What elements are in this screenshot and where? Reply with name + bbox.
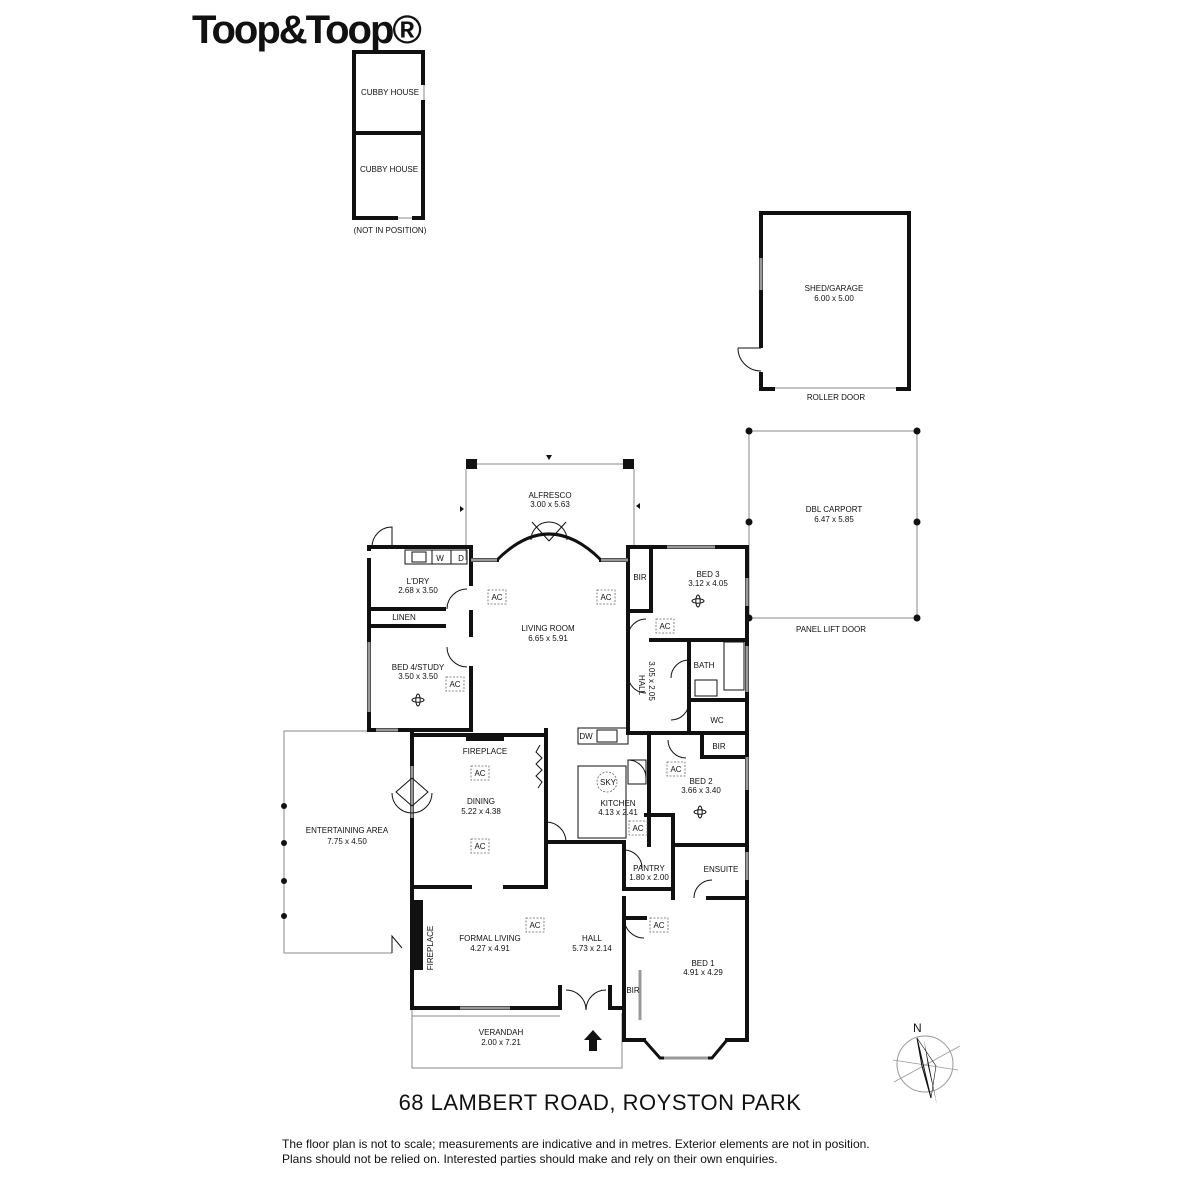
ac-label: AC (632, 824, 643, 833)
entertaining-size: 7.75 x 4.50 (327, 837, 367, 846)
ac-label: AC (670, 765, 681, 774)
linen-label: LINEN (392, 613, 416, 622)
cubby-note: (NOT IN POSITION) (354, 226, 427, 235)
dining-size: 5.22 x 4.38 (461, 807, 501, 816)
disclaimer: The floor plan is not to scale; measurem… (282, 1137, 982, 1167)
verandah-size: 2.00 x 7.21 (481, 1038, 521, 1047)
ac-label: AC (474, 842, 485, 851)
disclaimer-line-1: The floor plan is not to scale; measurem… (282, 1137, 870, 1151)
fan-icon-bed4 (411, 693, 425, 707)
bath-label: BATH (694, 661, 715, 670)
entry-arrow-icon (584, 1030, 602, 1051)
kitchen-name: KITCHEN (600, 799, 635, 808)
living-size: 6.65 x 5.91 (528, 634, 568, 643)
fireplace-formal-label: FIREPLACE (426, 926, 435, 970)
bed3-name: BED 3 (696, 570, 720, 579)
bed1-size: 4.91 x 4.29 (683, 968, 723, 977)
house-walls (367, 532, 749, 1060)
windows (367, 545, 749, 1060)
verandah: VERANDAH 2.00 x 7.21 (411, 1008, 623, 1069)
bed4-size: 3.50 x 3.50 (398, 672, 438, 681)
ac-label: AC (474, 769, 485, 778)
hall-small-name: HALL (637, 675, 646, 696)
double-carport: DBL CARPORT 6.47 x 5.85 PANEL LIFT DOOR (745, 427, 921, 634)
washer-label: W (436, 554, 444, 563)
verandah-name: VERANDAH (479, 1028, 524, 1037)
carport-name: DBL CARPORT (806, 505, 863, 514)
ensuite-label: ENSUITE (704, 865, 739, 874)
shed-name: SHED/GARAGE (805, 284, 864, 293)
fixtures (404, 549, 745, 970)
cubby-lower-label: CUBBY HOUSE (360, 165, 418, 174)
wc-label: WC (710, 716, 724, 725)
fireplace-dining-label: FIREPLACE (463, 747, 507, 756)
formal-living-name: FORMAL LIVING (459, 934, 521, 943)
bed2-name: BED 2 (689, 777, 713, 786)
alfresco: ALFRESCO 3.00 x 5.63 (460, 455, 640, 560)
skylight-label: SKY (600, 778, 617, 787)
dryer-label: D (458, 554, 464, 563)
hall-size: 5.73 x 2.14 (572, 944, 612, 953)
shed-size: 6.00 x 5.00 (814, 294, 854, 303)
living-name: LIVING ROOM (521, 624, 575, 633)
ceiling-fans (411, 594, 707, 819)
dishwasher-label: DW (579, 732, 593, 741)
bed3-bir-label: BIR (633, 573, 647, 582)
pantry-size: 1.80 x 2.00 (629, 873, 669, 882)
toop-toop-logo: Toop&Toop® (192, 8, 422, 52)
compass-north-label: N (913, 1021, 922, 1035)
carport-size: 6.47 x 5.85 (814, 515, 854, 524)
panel-lift-door-label: PANEL LIFT DOOR (796, 625, 866, 634)
entertaining-name: ENTERTAINING AREA (306, 826, 389, 835)
laundry-size: 2.68 x 3.50 (398, 586, 438, 595)
alfresco-size: 3.00 x 5.63 (530, 500, 570, 509)
room-labels: L'DRY 2.68 x 3.50 W D LINEN LIVING ROOM … (392, 554, 739, 995)
fan-icon-bed3 (691, 594, 705, 608)
bed3-size: 3.12 x 4.05 (688, 579, 728, 588)
pantry-name: PANTRY (633, 864, 665, 873)
ac-label: AC (449, 680, 460, 689)
bed2-bir-label: BIR (712, 742, 726, 751)
cubby-house: CUBBY HOUSE CUBBY HOUSE (NOT IN POSITION… (352, 50, 427, 235)
property-address: 68 LAMBERT ROAD, ROYSTON PARK (398, 1090, 802, 1115)
bed1-name: BED 1 (691, 959, 715, 968)
roller-door-label: ROLLER DOOR (807, 393, 865, 402)
alfresco-name: ALFRESCO (528, 491, 571, 500)
cubby-upper-label: CUBBY HOUSE (361, 88, 419, 97)
ac-label: AC (653, 921, 664, 930)
formal-living-size: 4.27 x 4.91 (470, 944, 510, 953)
dining-name: DINING (467, 797, 495, 806)
disclaimer-line-2: Plans should not be relied on. Intereste… (282, 1152, 778, 1166)
bed1-bir-label: BIR (626, 986, 640, 995)
ac-label: AC (600, 593, 611, 602)
kitchen-size: 4.13 x 2.41 (598, 808, 638, 817)
ac-label: AC (529, 921, 540, 930)
bed2-size: 3.66 x 3.40 (681, 786, 721, 795)
entertaining-area: ENTERTAINING AREA 7.75 x 4.50 (281, 730, 412, 954)
ac-labels: AC AC AC AC AC AC AC AC AC AC (449, 593, 681, 930)
doors (371, 521, 713, 1011)
ac-units (445, 589, 686, 933)
hall-name: HALL (582, 934, 603, 943)
hall-small-size: 3.05 x 2.05 (647, 661, 656, 701)
shed-garage: SHED/GARAGE 6.00 x 5.00 ROLLER DOOR (737, 211, 911, 402)
laundry-name: L'DRY (407, 577, 430, 586)
fan-icon-bed2 (693, 805, 707, 819)
ac-label: AC (659, 622, 670, 631)
compass-icon: N (892, 1021, 961, 1105)
bed4-name: BED 4/STUDY (392, 663, 445, 672)
ac-label: AC (491, 593, 502, 602)
